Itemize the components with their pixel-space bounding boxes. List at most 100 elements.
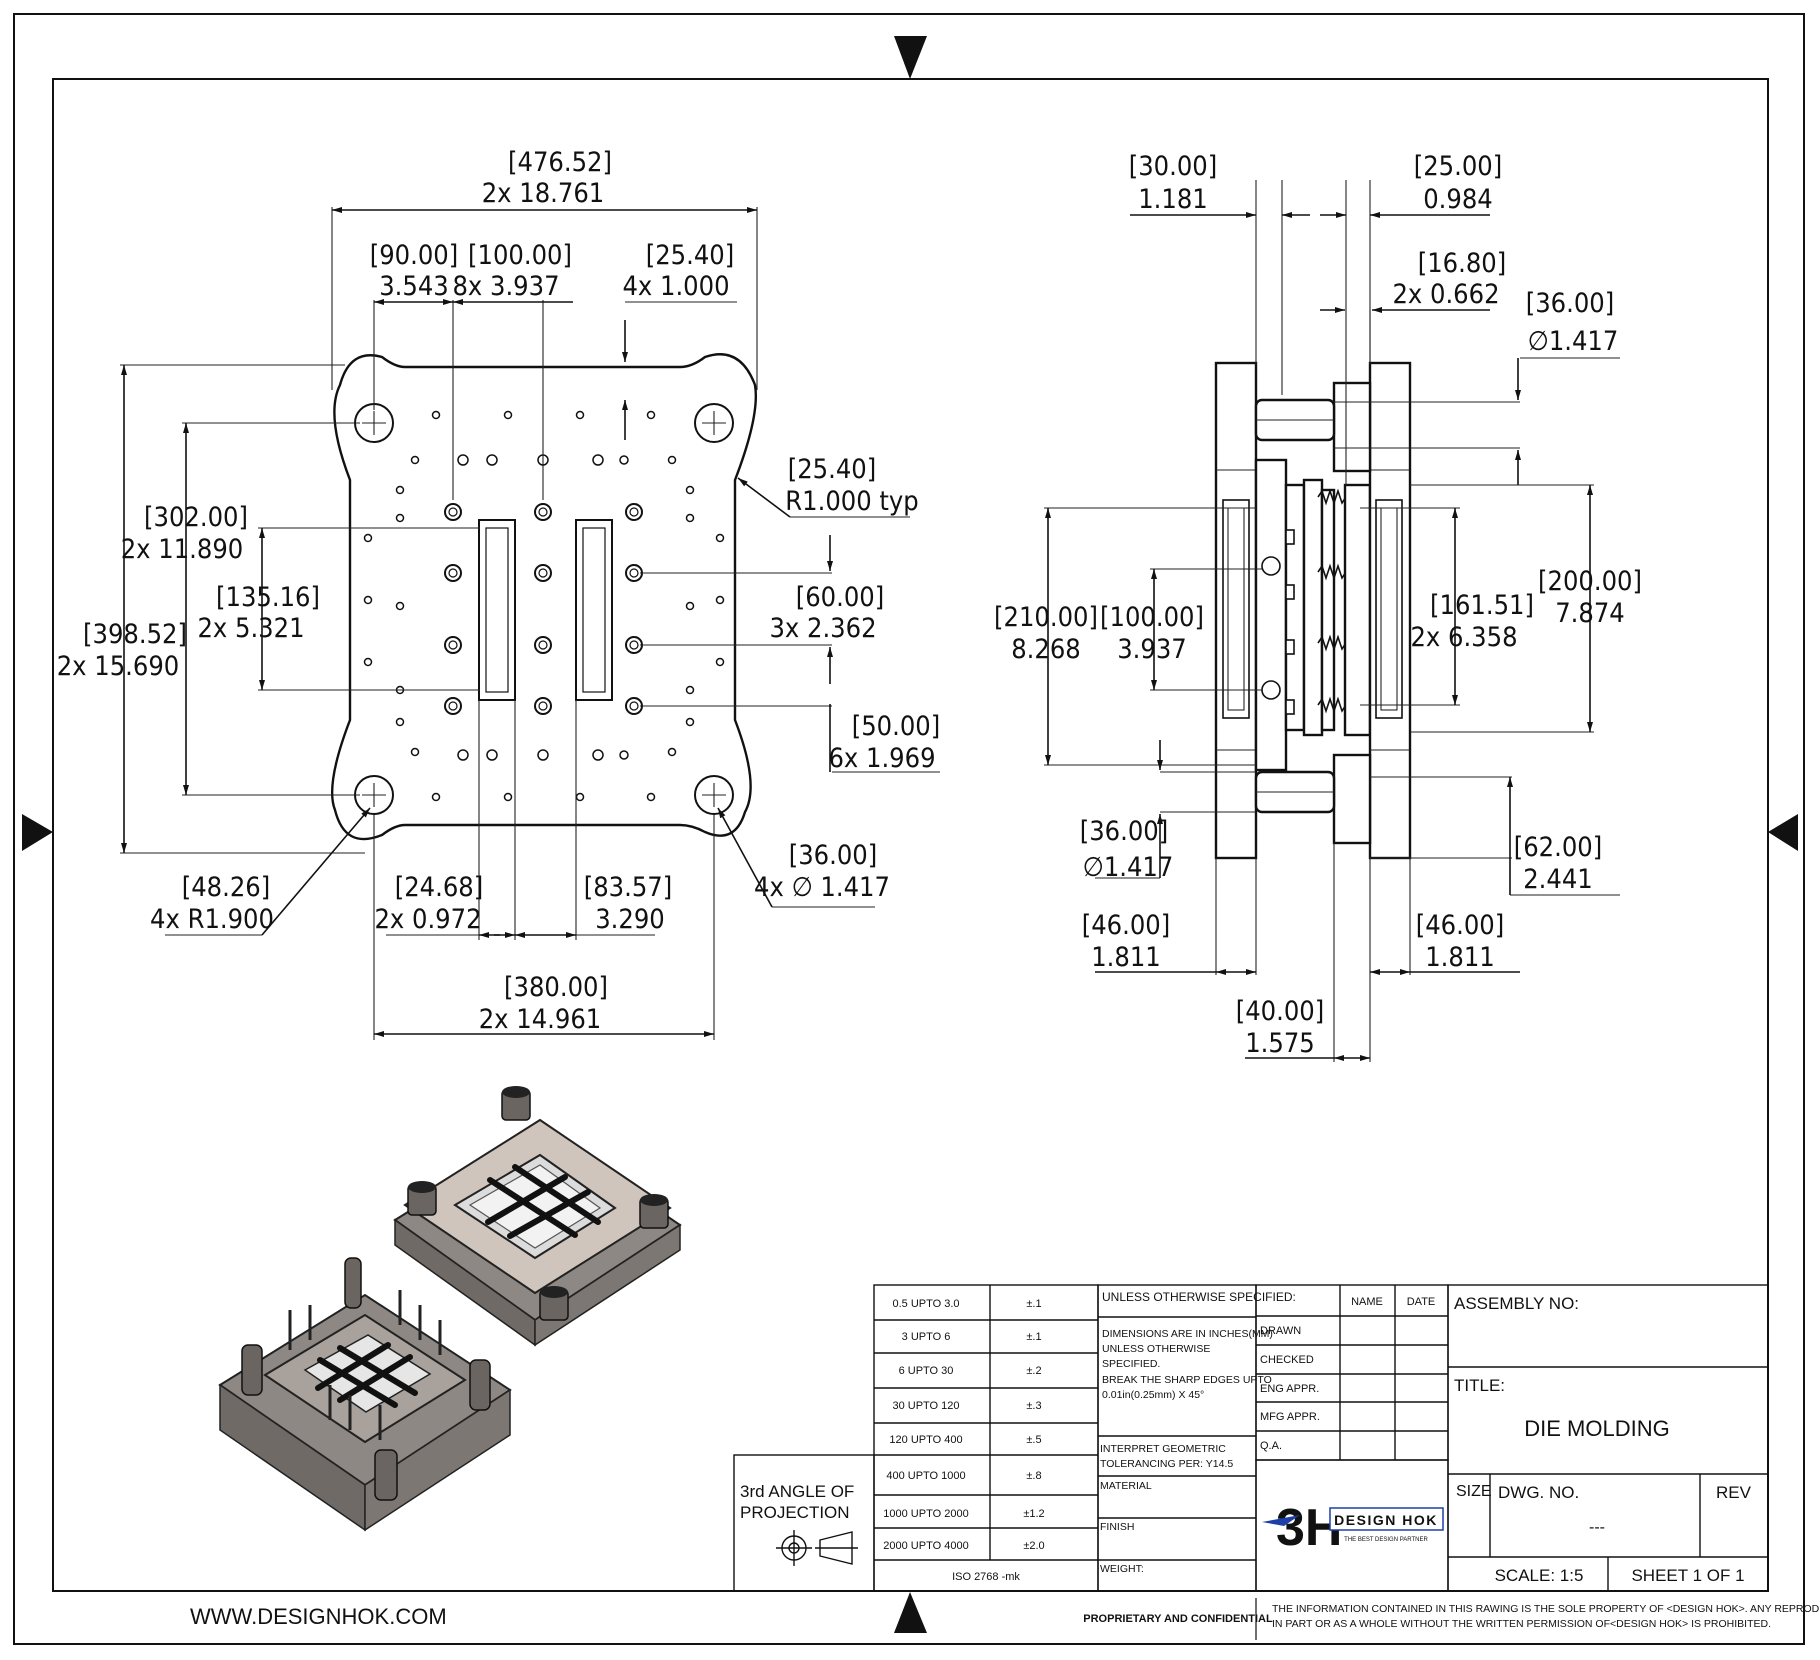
tol-value-7: ±2.0 xyxy=(1023,1540,1044,1552)
approval-mfg: MFG APPR. xyxy=(1260,1411,1320,1423)
dwg-no-value: --- xyxy=(1589,1519,1605,1536)
side-dim-210-in: 8.268 xyxy=(1011,634,1081,665)
dim-36-mm: [36.00] xyxy=(789,840,877,871)
dim-60-mm: [60.00] xyxy=(796,582,884,613)
side-dim-36-top-in: ∅1.417 xyxy=(1528,326,1619,357)
tol-range-1: 3 UPTO 6 xyxy=(902,1331,951,1343)
title-label: TITLE: xyxy=(1454,1376,1505,1395)
side-dim-46-right-mm: [46.00] xyxy=(1416,910,1504,941)
sheet-value: SHEET 1 OF 1 xyxy=(1631,1566,1744,1585)
tol-range-2: 6 UPTO 30 xyxy=(899,1365,954,1377)
top-bushing xyxy=(1332,381,1372,473)
side-dim-62-mm: [62.00] xyxy=(1514,832,1602,863)
dim-pitch-in: 4x 1.000 xyxy=(622,271,729,302)
cavity-slot-right xyxy=(575,519,613,701)
side-dim-16-in: 2x 0.662 xyxy=(1392,279,1499,310)
note-dims3: SPECIFIED. xyxy=(1102,1358,1160,1370)
tol-value-6: ±1.2 xyxy=(1023,1508,1044,1520)
note-material: MATERIAL xyxy=(1100,1480,1152,1492)
dwg-no-label: DWG. NO. xyxy=(1498,1483,1579,1502)
side-dim-46-left-mm: [46.00] xyxy=(1082,910,1170,941)
note-finish: FINISH xyxy=(1100,1521,1134,1533)
dim-302-mm: [302.00] xyxy=(144,502,248,533)
side-left-plate xyxy=(1214,361,1258,860)
tol-value-1: ±.1 xyxy=(1026,1331,1041,1343)
side-dim-210-mm: [210.00] xyxy=(994,602,1098,633)
die-plate-outline xyxy=(330,353,757,841)
bottom-bushing xyxy=(1332,753,1372,845)
projection-block: 3rd ANGLE OF PROJECTION xyxy=(740,1482,858,1566)
approval-qa: Q.A. xyxy=(1260,1440,1282,1452)
assembly-label: ASSEMBLY NO: xyxy=(1454,1294,1579,1313)
note-dims4: BREAK THE SHARP EDGES UPTO xyxy=(1102,1374,1272,1386)
side-dim-25-mm: [25.00] xyxy=(1414,151,1502,182)
note-weight: WEIGHT: xyxy=(1100,1563,1144,1575)
dim-50-in: 6x 1.969 xyxy=(828,743,935,774)
dim-135-mm: [135.16] xyxy=(216,582,320,613)
side-dim-40-mm: [40.00] xyxy=(1236,996,1324,1027)
dim-60-in: 3x 2.362 xyxy=(769,613,876,644)
title-info: ASSEMBLY NO: TITLE: DIE MOLDING SIZE DWG… xyxy=(1454,1294,1752,1585)
tol-standard: ISO 2768 -mk xyxy=(952,1571,1020,1583)
dim-398-in: 2x 15.690 xyxy=(57,651,180,682)
side-dim-46-left-in: 1.811 xyxy=(1091,942,1161,973)
dim-overall-width-mm: [476.52] xyxy=(508,147,612,178)
side-dim-161-mm: [161.51] xyxy=(1430,590,1534,621)
side-dim-100-in: 3.937 xyxy=(1117,634,1187,665)
tol-range-4: 120 UPTO 400 xyxy=(889,1434,962,1446)
dim-100-mm: [100.00] xyxy=(468,240,572,271)
springs xyxy=(1317,488,1347,714)
note-dims1: DIMENSIONS ARE IN INCHES(MM) xyxy=(1102,1328,1273,1340)
isometric-view xyxy=(218,1086,682,1532)
dim-radius-typ-in: R1.000 typ xyxy=(785,486,918,517)
side-dim-100-mm: [100.00] xyxy=(1100,602,1204,633)
side-dim-36-bot-in: ∅1.417 xyxy=(1083,852,1174,883)
dim-100-in: 8x 3.937 xyxy=(452,271,559,302)
side-dim-16-mm: [16.80] xyxy=(1418,248,1506,279)
approvals-date-header: DATE xyxy=(1407,1296,1436,1308)
dim-48-in: 4x R1.900 xyxy=(150,904,274,935)
cavity-slot-left xyxy=(478,519,516,701)
approval-checked: CHECKED xyxy=(1260,1354,1314,1366)
dim-48-mm: [48.26] xyxy=(182,872,270,903)
tol-range-5: 400 UPTO 1000 xyxy=(886,1470,965,1482)
dim-overall-width-in: 2x 18.761 xyxy=(482,178,605,209)
scale-value: SCALE: 1:5 xyxy=(1495,1566,1584,1585)
tol-value-3: ±.3 xyxy=(1026,1400,1041,1412)
center-mark-left xyxy=(22,814,53,851)
notice-line1: THE INFORMATION CONTAINED IN THIS RAWING… xyxy=(1272,1603,1820,1615)
projection-line1: 3rd ANGLE OF xyxy=(740,1482,854,1501)
iso-lower-die xyxy=(218,1257,512,1532)
dim-36-in: 4x ∅ 1.417 xyxy=(754,872,890,903)
drawing-title: DIE MOLDING xyxy=(1524,1416,1669,1441)
website-url: WWW.DESIGNHOK.COM xyxy=(190,1604,447,1629)
note-dims2: UNLESS OTHERWISE xyxy=(1102,1343,1210,1355)
note-dims5: 0.01in(0.25mm) X 45° xyxy=(1102,1389,1204,1401)
dim-302-in: 2x 11.890 xyxy=(121,534,244,565)
side-inner-plate xyxy=(1254,458,1288,772)
side-dim-36-bot-mm: [36.00] xyxy=(1080,816,1168,847)
rev-label: REV xyxy=(1716,1483,1752,1502)
side-right-plate xyxy=(1343,483,1372,737)
dim-380-mm: [380.00] xyxy=(504,972,608,1003)
front-view: [476.52] 2x 18.761 [90.00] 3.543 [100.00… xyxy=(57,147,940,1040)
small-holes xyxy=(363,410,725,802)
side-dim-36-top-mm: [36.00] xyxy=(1526,288,1614,319)
dim-90-mm: [90.00] xyxy=(370,240,458,271)
dim-24-mm: [24.68] xyxy=(395,872,483,903)
iso-upper-die xyxy=(393,1086,682,1347)
center-mark-top xyxy=(894,36,927,79)
projection-line2: PROJECTION xyxy=(740,1503,850,1522)
side-dim-200-in: 7.874 xyxy=(1555,598,1625,629)
side-dim-62-in: 2.441 xyxy=(1523,864,1593,895)
dim-pitch-mm: [25.40] xyxy=(646,240,734,271)
approval-eng: ENG APPR. xyxy=(1260,1383,1319,1395)
side-dim-40-in: 1.575 xyxy=(1245,1028,1315,1059)
side-dim-30-mm: [30.00] xyxy=(1129,151,1217,182)
center-mark-bottom xyxy=(894,1592,927,1633)
dim-380-in: 2x 14.961 xyxy=(479,1004,602,1035)
third-angle-symbol-icon xyxy=(776,1530,858,1566)
note-gdt2: TOLERANCING PER: Y14.5 xyxy=(1100,1458,1233,1470)
design-hok-logo: 3H DESIGN HOK THE BEST DESIGN PARTNER xyxy=(1262,1499,1444,1557)
note-unless: UNLESS OTHERWISE SPECIFIED: xyxy=(1102,1290,1296,1304)
